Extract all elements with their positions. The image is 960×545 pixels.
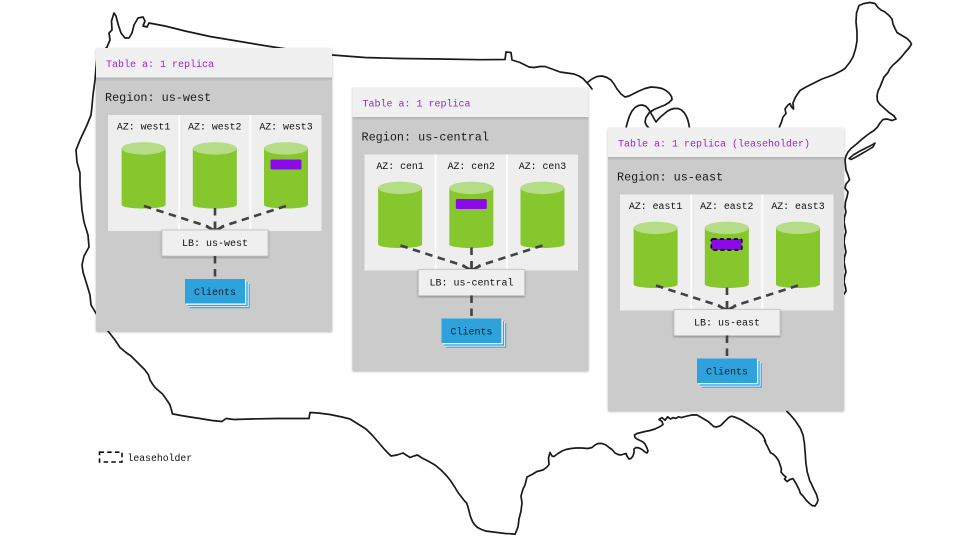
svg-text:Clients: Clients [194, 287, 236, 299]
svg-text:Table a: 1 replica (leaseholde: Table a: 1 replica (leaseholder) [618, 139, 810, 151]
svg-text:Region: us-west: Region: us-west [105, 91, 211, 105]
svg-text:Region: us-central: Region: us-central [362, 130, 489, 144]
svg-text:AZ: east2: AZ: east2 [700, 201, 753, 212]
svg-text:Clients: Clients [706, 367, 748, 379]
svg-text:AZ: west1: AZ: west1 [117, 122, 170, 133]
svg-text:Table a: 1 replica: Table a: 1 replica [363, 99, 471, 111]
svg-text:LB: us-west: LB: us-west [182, 239, 248, 250]
svg-text:leaseholder: leaseholder [128, 453, 193, 464]
svg-text:AZ: east3: AZ: east3 [771, 201, 824, 212]
svg-text:Region: us-east: Region: us-east [617, 170, 723, 184]
svg-text:Clients: Clients [450, 327, 492, 339]
svg-text:LB: us-east: LB: us-east [694, 319, 760, 330]
svg-text:LB: us-central: LB: us-central [429, 278, 513, 290]
svg-text:AZ: west3: AZ: west3 [259, 122, 312, 133]
svg-text:AZ: east1: AZ: east1 [629, 201, 682, 212]
svg-text:AZ: cen2: AZ: cen2 [448, 161, 495, 172]
svg-text:AZ: cen3: AZ: cen3 [519, 161, 566, 172]
svg-text:Table a: 1 replica: Table a: 1 replica [106, 59, 214, 71]
svg-text:AZ: cen1: AZ: cen1 [376, 161, 423, 172]
svg-text:AZ: west2: AZ: west2 [188, 122, 241, 133]
